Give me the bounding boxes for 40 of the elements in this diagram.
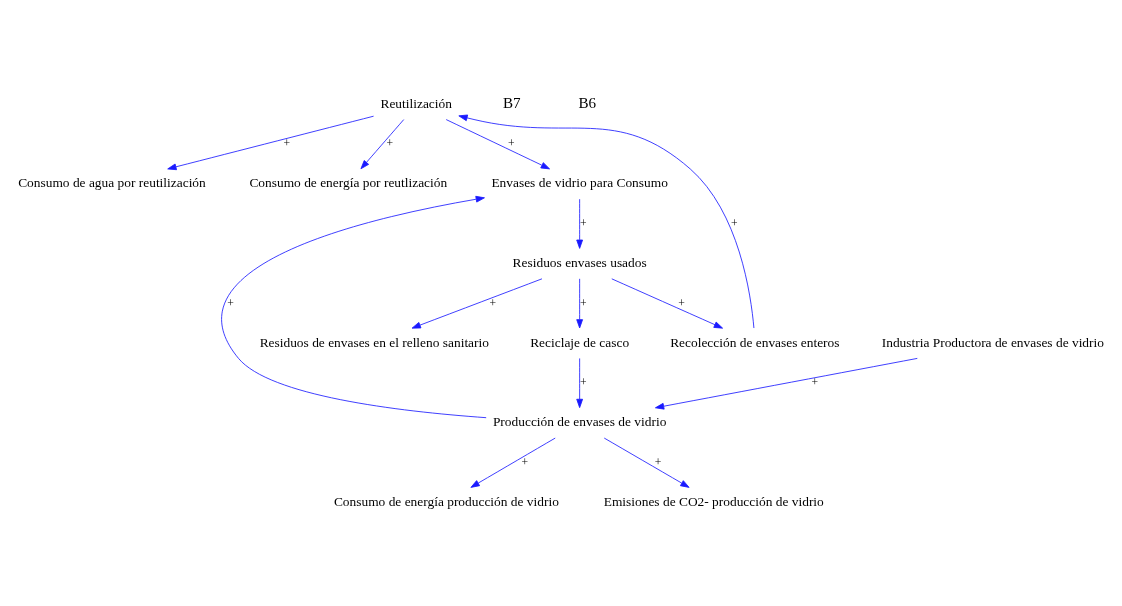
edge-label: + xyxy=(521,455,529,469)
node-text: Residuos de envases en el relleno sanitario xyxy=(259,334,489,349)
edge-label: + xyxy=(227,296,234,310)
node-text: Consumo de energía producción de vidrio xyxy=(333,493,559,509)
node-text: Emisiones de CO2- producción de vidrio xyxy=(603,493,824,509)
edge-label: + xyxy=(489,296,497,310)
node-text: Envases de vidrio para Consumo xyxy=(491,174,668,190)
arrow xyxy=(167,115,374,170)
node-text: Residuos envases usados xyxy=(512,254,647,270)
node-text: Consumo de agua por reutilización xyxy=(18,174,206,190)
edge-label: + xyxy=(730,216,738,230)
edge-label: + xyxy=(678,296,685,310)
node-text: Consumo de energía por reutlización xyxy=(249,174,448,190)
node-text: Recolección de envases enteros xyxy=(670,334,840,349)
arrow xyxy=(576,357,583,408)
edge-label: + xyxy=(811,375,819,389)
edge-label: + xyxy=(386,136,394,150)
node-text: Producción de envases de vidrio xyxy=(492,413,667,429)
arrow xyxy=(576,198,583,249)
arrow xyxy=(221,195,487,418)
edge-label: + xyxy=(580,296,587,310)
arrow xyxy=(445,118,550,169)
arrow xyxy=(411,277,543,329)
edge-label: + xyxy=(283,136,291,150)
arrow xyxy=(360,118,405,169)
arrow xyxy=(611,277,723,329)
node-text: Reutilización xyxy=(380,95,452,111)
edge-label: + xyxy=(508,136,515,150)
node-text: Reciclaje de casco xyxy=(530,334,630,349)
arrow xyxy=(458,114,755,328)
arrow xyxy=(576,277,583,328)
edge-label: + xyxy=(654,455,662,469)
edge-label: + xyxy=(580,375,587,389)
label: B6 xyxy=(578,94,596,111)
arrow xyxy=(654,357,918,410)
arrow xyxy=(470,437,556,488)
arrow xyxy=(603,437,690,488)
edge-label: + xyxy=(580,216,587,230)
node-text: Industria Productora de envases de vidrio xyxy=(881,334,1104,349)
label: B7 xyxy=(502,94,521,111)
